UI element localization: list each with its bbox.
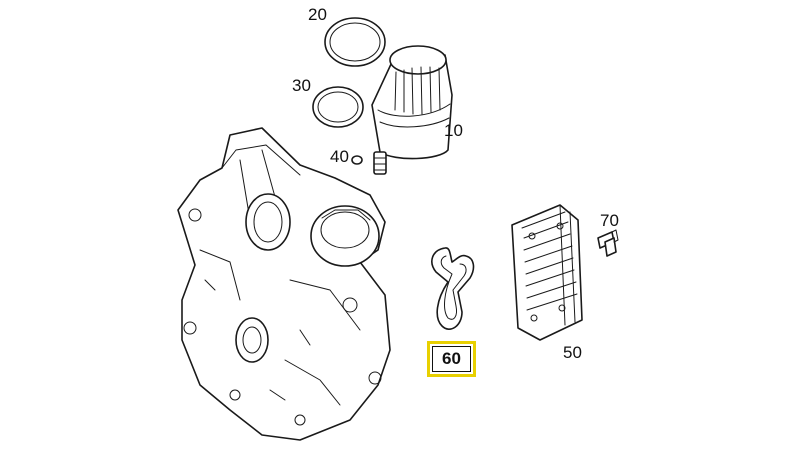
- seal-40-drawing[interactable]: [351, 155, 363, 165]
- callout-20: 20: [308, 5, 327, 24]
- callout-10: 10: [444, 121, 463, 140]
- callout-70: 70: [600, 211, 619, 230]
- callout-30: 30: [292, 76, 311, 95]
- filter-cap-10-drawing[interactable]: [371, 45, 453, 175]
- gasket-60-drawing[interactable]: [431, 247, 475, 330]
- bolt-70-drawing[interactable]: [597, 229, 619, 257]
- engine-cover-drawing: [177, 127, 391, 441]
- o-ring-30-drawing[interactable]: [312, 86, 364, 128]
- o-ring-20-drawing[interactable]: [324, 17, 386, 67]
- callout-60-highlight[interactable]: 60: [427, 341, 476, 377]
- callout-40: 40: [330, 147, 349, 166]
- callout-50: 50: [563, 343, 582, 362]
- callout-60: 60: [442, 349, 461, 368]
- oil-cooler-50-drawing[interactable]: [511, 204, 583, 341]
